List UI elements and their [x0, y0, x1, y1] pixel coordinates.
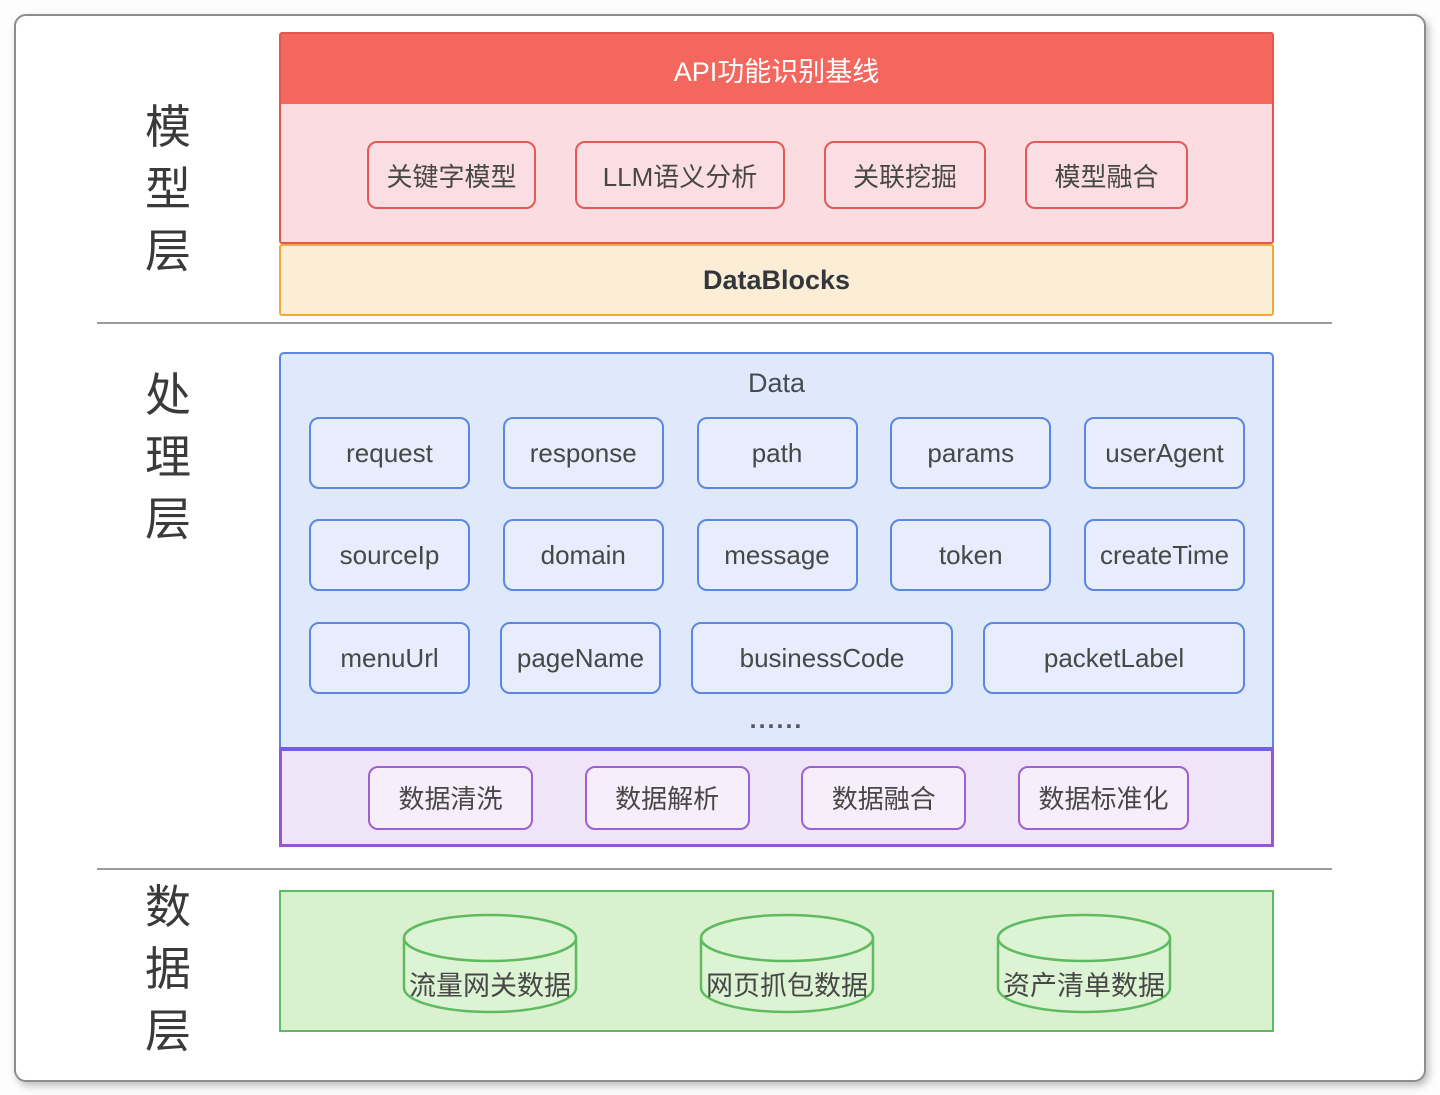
field-chip-path: path — [696, 417, 858, 489]
data-layer-box: 流量网关数据 网页抓包数据 资产清单数据 — [279, 890, 1274, 1032]
data-source-traffic-gateway: 流量网关数据 — [401, 912, 579, 1016]
layer-label-char: 处 — [145, 369, 191, 421]
layer-label-char: 型 — [145, 163, 191, 215]
field-chip-message: message — [696, 519, 858, 591]
field-chip-sourceip: sourceIp — [309, 519, 470, 591]
field-chip-response: response — [502, 417, 664, 489]
step-chip-fusion: 数据融合 — [801, 765, 967, 830]
model-chip-keyword: 关键字模型 — [367, 141, 536, 209]
field-row-2: sourceIp domain message token createTime — [281, 519, 1272, 591]
data-source-label: 资产清单数据 — [1003, 971, 1165, 1001]
model-chip-fusion: 模型融合 — [1025, 141, 1188, 209]
data-source-asset-inventory: 资产清单数据 — [995, 912, 1173, 1016]
field-chip-businesscode: businessCode — [691, 622, 953, 694]
field-chip-token: token — [890, 519, 1052, 591]
field-chip-menuurl: menuUrl — [309, 622, 470, 694]
layer-label-char: 数 — [145, 881, 191, 933]
field-row-3: menuUrl pageName businessCode packetLabe… — [281, 622, 1272, 694]
field-chip-createtime: createTime — [1084, 519, 1245, 591]
database-icon — [699, 913, 875, 1014]
model-baseline-header: API功能识别基线 — [281, 34, 1272, 104]
data-source-label: 流量网关数据 — [409, 971, 571, 1001]
layer-label-processing: 处 理 层 — [128, 364, 208, 550]
layer-label-char: 层 — [145, 493, 191, 545]
layer-label-model: 模 型 层 — [128, 96, 208, 282]
fields-ellipsis: ...... — [749, 706, 804, 734]
step-chip-parsing: 数据解析 — [584, 765, 750, 830]
data-box-title: Data — [747, 368, 806, 398]
layer-label-char: 层 — [145, 1005, 191, 1057]
layer-label-char: 层 — [145, 225, 191, 277]
data-fields-box: Data request response path params userAg… — [279, 352, 1274, 747]
layer-label-char: 据 — [145, 943, 191, 995]
layer-label-data: 数 据 层 — [128, 876, 208, 1062]
layer-label-char: 理 — [145, 431, 191, 483]
divider-model-processing — [97, 322, 1332, 324]
field-chip-params: params — [890, 417, 1052, 489]
field-chip-packetlabel: packetLabel — [983, 622, 1245, 694]
architecture-diagram-card: 模 型 层 处 理 层 数 据 层 API功能识别基线 关键字模型 LLM语义分… — [14, 14, 1426, 1082]
model-chip-row: 关键字模型 LLM语义分析 关联挖掘 模型融合 — [281, 104, 1272, 246]
data-source-web-capture: 网页抓包数据 — [698, 912, 876, 1016]
step-chip-cleaning: 数据清洗 — [368, 765, 533, 830]
field-row-1: request response path params userAgent — [281, 417, 1272, 489]
layer-label-char: 模 — [145, 101, 191, 153]
model-chip-correlation: 关联挖掘 — [824, 141, 986, 209]
field-chip-domain: domain — [502, 519, 664, 591]
field-chip-request: request — [309, 417, 470, 489]
data-source-label: 网页抓包数据 — [706, 971, 868, 1001]
model-chip-llm: LLM语义分析 — [575, 141, 785, 209]
divider-processing-data — [97, 868, 1332, 870]
processing-steps-band: 数据清洗 数据解析 数据融合 数据标准化 — [279, 747, 1274, 847]
database-icon — [402, 913, 578, 1014]
step-chip-standardization: 数据标准化 — [1017, 765, 1189, 830]
database-icon — [996, 913, 1172, 1014]
model-layer-section: API功能识别基线 关键字模型 LLM语义分析 关联挖掘 模型融合 DataBl… — [279, 32, 1274, 316]
field-chip-pagename: pageName — [500, 622, 661, 694]
model-baseline-box: API功能识别基线 关键字模型 LLM语义分析 关联挖掘 模型融合 — [279, 32, 1274, 244]
field-chip-useragent: userAgent — [1084, 417, 1245, 489]
datablocks-bar: DataBlocks — [279, 244, 1274, 316]
